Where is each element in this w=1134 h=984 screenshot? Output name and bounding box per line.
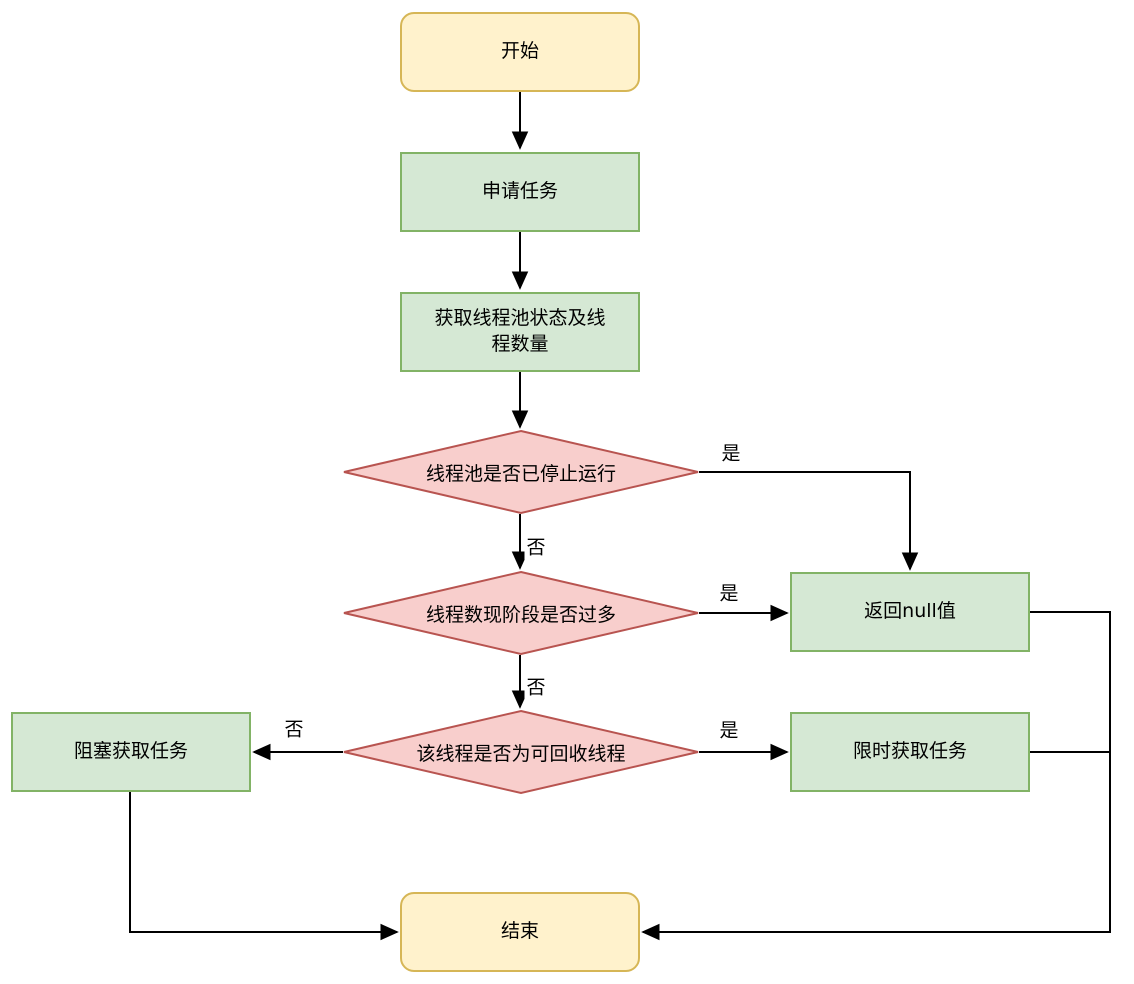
- node-apply-task: 申请任务: [400, 152, 640, 232]
- node-return-null-label: 返回null值: [864, 600, 956, 623]
- node-timed-get-task-label: 限时获取任务: [852, 740, 967, 763]
- edge-label-pool-stopped-no: 否: [524, 532, 548, 560]
- edge-label-recyclable-yes: 是: [717, 715, 741, 743]
- node-get-pool-status: 获取线程池状态及线程数量: [400, 292, 640, 372]
- node-apply-task-label: 申请任务: [481, 180, 558, 203]
- node-recyclable-decision: 该线程是否为可回收线程: [343, 709, 699, 795]
- node-start-label: 开始: [500, 40, 539, 63]
- node-return-null: 返回null值: [790, 572, 1030, 652]
- pool-stopped-diamond-shape: [343, 429, 699, 515]
- node-block-get-task-label: 阻塞获取任务: [73, 740, 188, 763]
- node-too-many-threads-decision: 线程数现阶段是否过多: [343, 570, 699, 656]
- edge-label-recyclable-no: 否: [282, 714, 306, 742]
- recyclable-diamond-shape: [343, 709, 699, 795]
- too-many-threads-diamond-shape: [343, 570, 699, 656]
- node-too-many-threads-label: 线程数现阶段是否过多: [425, 603, 616, 626]
- node-pool-stopped-label: 线程池是否已停止运行: [425, 462, 616, 485]
- node-recyclable-label: 该线程是否为可回收线程: [416, 742, 626, 765]
- edge-label-too-many-no: 否: [524, 672, 548, 700]
- node-pool-stopped-decision: 线程池是否已停止运行: [343, 429, 699, 515]
- node-start: 开始: [400, 12, 640, 92]
- node-get-pool-status-label: 获取线程池状态及线程数量: [434, 307, 606, 355]
- edge-label-pool-stopped-yes: 是: [719, 438, 743, 466]
- node-timed-get-task: 限时获取任务: [790, 712, 1030, 792]
- edge-label-too-many-yes: 是: [717, 578, 741, 606]
- node-end-label: 结束: [500, 920, 539, 943]
- edge-pool-stopped-yes-to-return-null: [699, 471, 919, 571]
- node-block-get-task: 阻塞获取任务: [11, 712, 251, 792]
- node-end: 结束: [400, 892, 640, 972]
- edge-block-to-end: [129, 792, 399, 941]
- edge-return-null-to-end: [641, 611, 1111, 941]
